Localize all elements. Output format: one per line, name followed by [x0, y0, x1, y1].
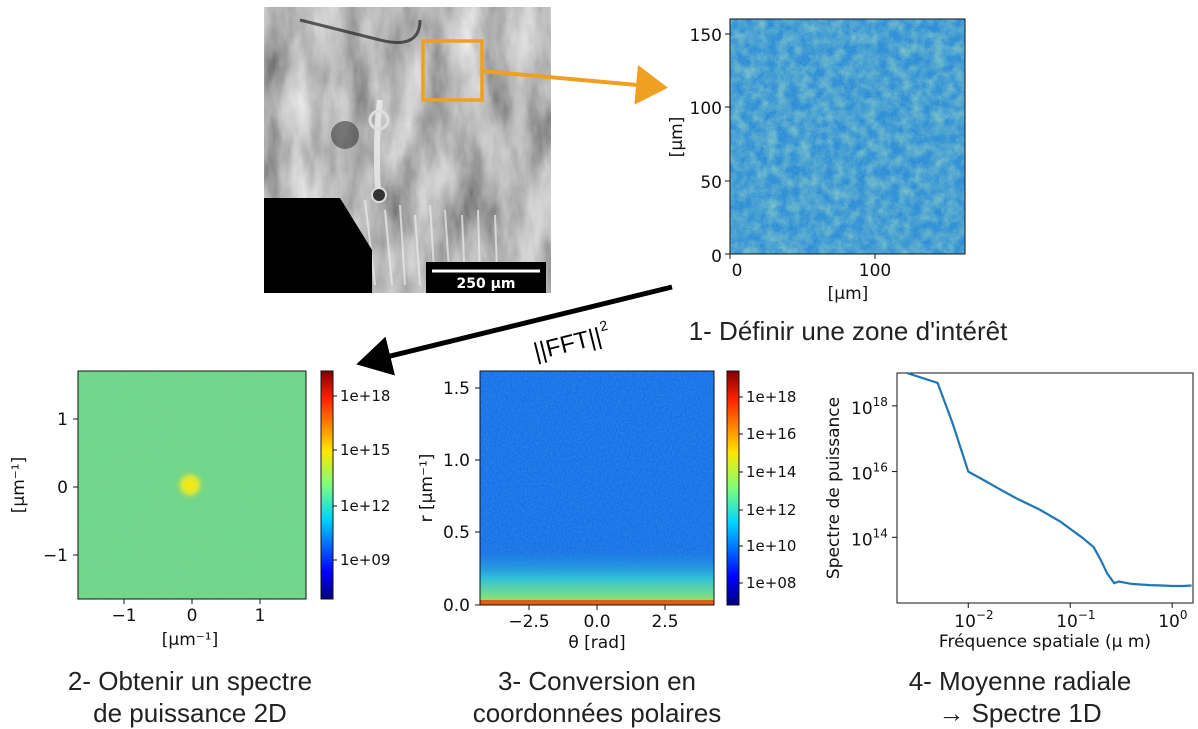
polar-colorbar-tick: 1e+10 — [746, 537, 796, 555]
roi-xlabel: [µm] — [828, 284, 869, 304]
s1d-xtick: 100 — [1158, 608, 1187, 632]
spec2d-xtick: 0 — [187, 606, 198, 626]
roi-ytick: 150 — [690, 26, 722, 46]
fft-label-text: ||FFT|| — [531, 323, 604, 366]
s1d-ytick: 1014 — [851, 526, 888, 550]
roi-ylabel: [µm] — [667, 117, 687, 158]
polar-low-r-band — [480, 545, 714, 605]
roi-ytick: 100 — [690, 99, 722, 119]
polar-ytick: 1.5 — [443, 379, 470, 399]
s1d-ytick: 1016 — [851, 461, 888, 485]
polar-colorbar-tick: 1e+12 — [746, 501, 796, 519]
fft-arrow — [356, 284, 673, 376]
polar-ylabel: r [µm⁻¹] — [417, 454, 437, 523]
polar-colorbar-tick: 1e+08 — [746, 574, 796, 592]
spec2d-colorbar-tick: 1e+18 — [340, 387, 390, 405]
caption-step4-line2: → Spectre 1D — [938, 698, 1101, 728]
caption-step2-line1: 2- Obtenir un spectre — [68, 666, 312, 696]
caption-step4-line1: 4- Moyenne radiale — [909, 666, 1132, 696]
spec2d-ylabel: [µm⁻¹] — [9, 457, 29, 513]
roi-xtick: 0 — [732, 261, 743, 281]
s1d-xtick: 10−2 — [954, 608, 993, 632]
s1d-ytick-exp: 14 — [873, 526, 888, 540]
caption-step3-line2: coordonnées polaires — [473, 698, 722, 728]
spectrum1d-axes — [896, 372, 1194, 604]
spec2d-ytick: 1 — [57, 410, 68, 430]
s1d-ytick-base: 10 — [851, 530, 873, 550]
s1d-xtick-exp: 0 — [1180, 608, 1188, 622]
polar-xlabel: θ [rad] — [568, 633, 625, 653]
s1d-xtick-base: 10 — [1158, 612, 1180, 632]
micrograph: 250 µm — [264, 7, 551, 293]
polar-colorbar — [726, 370, 740, 606]
spectrum1d-series-line — [906, 371, 1192, 588]
roi-ytick: 50 — [700, 173, 722, 193]
spec2d-colorbar-tick: 1e+09 — [340, 551, 390, 569]
s1d-ytick-base: 10 — [851, 399, 873, 419]
orange-arrow — [481, 64, 668, 105]
caption-step2-line2: de puissance 2D — [93, 698, 287, 728]
fft-label: ||FFT|| 2 — [531, 317, 610, 366]
polar-xtick: 2.5 — [651, 612, 678, 632]
spec2d-xtick: −1 — [111, 606, 136, 626]
scale-bar-label: 250 µm — [457, 276, 516, 292]
spec2d-xtick: 1 — [255, 606, 266, 626]
spec2d-ytick: −1 — [43, 546, 68, 566]
s1d-xtick-exp: −2 — [976, 608, 994, 622]
spec2d-colorbar — [320, 370, 334, 600]
polar-colorbar-tick: 1e+16 — [746, 425, 796, 443]
polar-plot: −2.5 0.0 2.5 1.5 1.0 0.5 0.0 θ [rad] r [… — [417, 370, 796, 653]
spec2d-ytick: 0 — [57, 478, 68, 498]
spectrum2d-plot: −1 0 1 1 0 −1 [µm⁻¹] [µm⁻¹] 1e+18 1e+15 … — [9, 370, 390, 650]
caption-step1: 1- Définir une zone d'intérêt — [689, 316, 1008, 346]
spectrum1d-xlabel: Fréquence spatiale (µ m) — [939, 632, 1151, 652]
s1d-xtick-base: 10 — [954, 612, 976, 632]
spectrum1d-plot: 10−2 10−1 100 1018 1016 1014 Fréquence s… — [824, 371, 1194, 652]
fft-label-exponent: 2 — [598, 317, 610, 334]
polar-xtick: −2.5 — [508, 612, 549, 632]
s1d-ytick-exp: 18 — [873, 395, 888, 409]
s1d-ytick-base: 10 — [851, 465, 873, 485]
spec2d-colorbar-tick: 1e+12 — [340, 497, 390, 515]
polar-colorbar-tick: 1e+18 — [746, 388, 796, 406]
roi-square — [421, 39, 484, 102]
spectrum1d-ylabel: Spectre de puissance — [824, 397, 844, 579]
roi-xtick: 100 — [859, 261, 891, 281]
roi-plot: 0 100 0 50 100 150 [µm] [µm] — [667, 18, 966, 304]
roi-ytick: 0 — [711, 247, 722, 267]
polar-ytick: 1.0 — [443, 451, 470, 471]
polar-colorbar-tick: 1e+14 — [746, 463, 796, 481]
spectrum-center-peak — [174, 469, 206, 501]
s1d-ytick: 1018 — [851, 395, 888, 419]
polar-xtick: 0.0 — [583, 612, 610, 632]
spec2d-colorbar-tick: 1e+15 — [340, 441, 390, 459]
scale-bar-background — [426, 262, 546, 293]
s1d-xtick: 10−1 — [1056, 608, 1095, 632]
polar-ytick: 0.0 — [443, 596, 470, 616]
polar-ytick: 0.5 — [443, 523, 470, 543]
s1d-xtick-base: 10 — [1056, 612, 1078, 632]
spec2d-xlabel: [µm⁻¹] — [162, 630, 218, 650]
s1d-xtick-exp: −1 — [1078, 608, 1096, 622]
caption-step3-line1: 3- Conversion en — [498, 666, 696, 696]
s1d-ytick-exp: 16 — [873, 461, 888, 475]
